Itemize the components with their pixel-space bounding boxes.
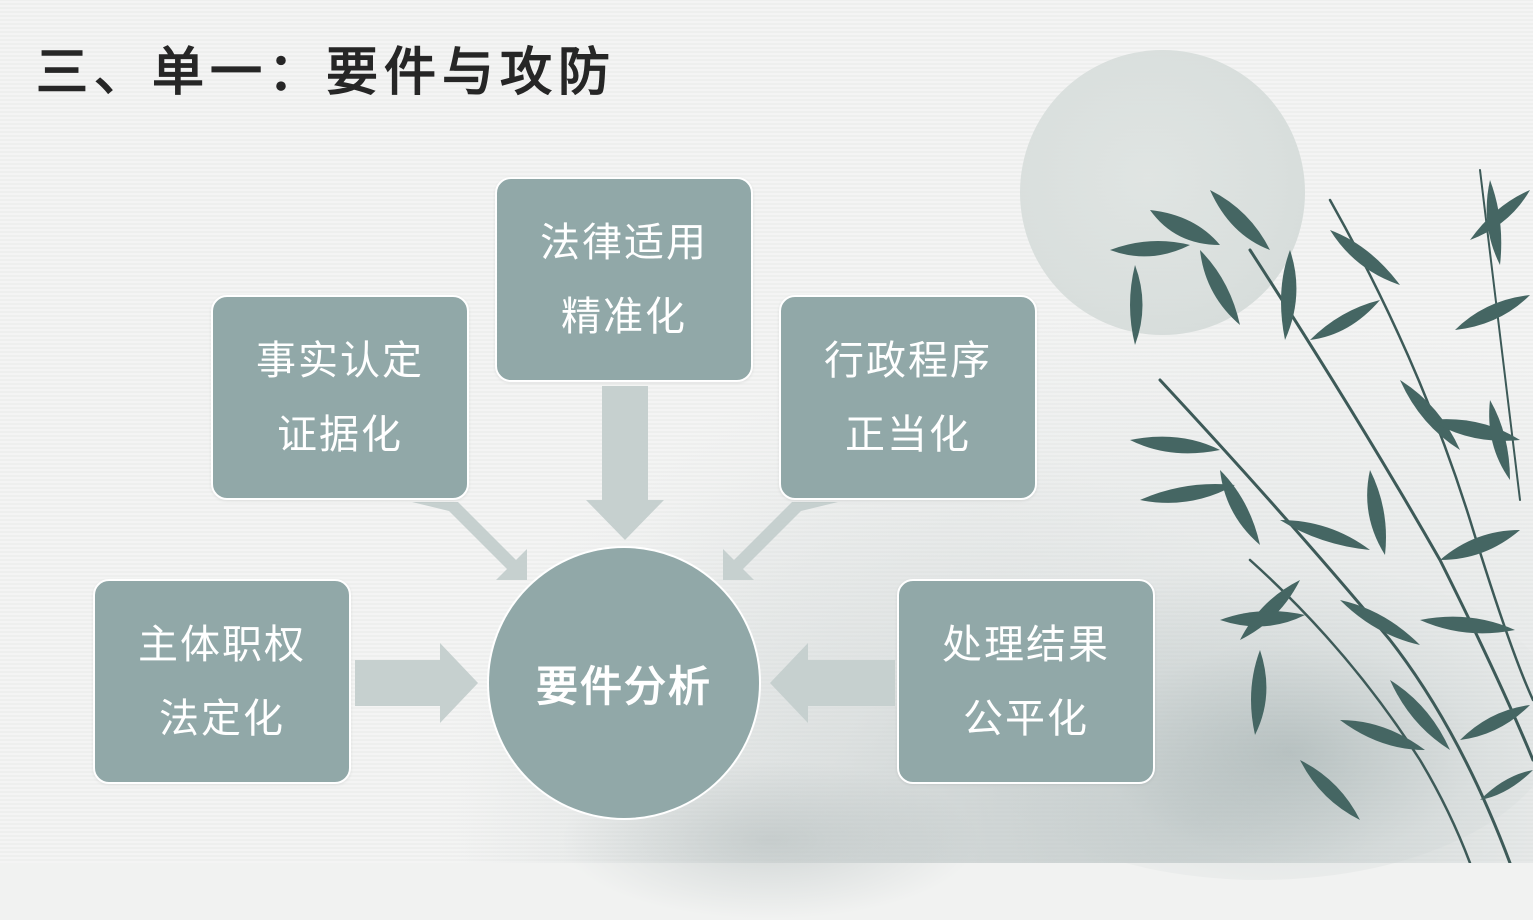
arrow-right-upper-to-center bbox=[723, 502, 838, 580]
node-fact-finding: 事实认定 证据化 bbox=[211, 295, 469, 500]
node-law-application-line1: 法律适用 bbox=[540, 219, 708, 266]
node-law-application: 法律适用 精准化 bbox=[495, 177, 753, 382]
node-handling-result-line2: 公平化 bbox=[963, 695, 1089, 742]
node-admin-procedure: 行政程序 正当化 bbox=[779, 295, 1037, 500]
arrow-right-lower-to-center bbox=[770, 643, 895, 723]
moon-decoration bbox=[1020, 50, 1305, 335]
arrow-top-to-center bbox=[586, 386, 664, 540]
node-law-application-line2: 精准化 bbox=[561, 293, 687, 340]
arrow-left-lower-to-center bbox=[355, 643, 478, 723]
node-fact-finding-line1: 事实认定 bbox=[256, 337, 424, 384]
node-fact-finding-line2: 证据化 bbox=[277, 411, 403, 458]
node-subject-authority-line2: 法定化 bbox=[159, 695, 285, 742]
arrow-left-upper-to-center bbox=[412, 502, 527, 580]
page-title: 三、单一：要件与攻防 bbox=[36, 42, 617, 103]
center-node-element-analysis: 要件分析 bbox=[487, 546, 761, 820]
node-admin-procedure-line2: 正当化 bbox=[845, 411, 971, 458]
node-subject-authority: 主体职权 法定化 bbox=[93, 579, 351, 784]
node-handling-result: 处理结果 公平化 bbox=[897, 579, 1155, 784]
arrows-layer bbox=[355, 386, 895, 723]
bamboo-decoration bbox=[1110, 169, 1533, 863]
center-node-label: 要件分析 bbox=[535, 661, 712, 711]
node-handling-result-line1: 处理结果 bbox=[942, 621, 1110, 668]
node-subject-authority-line1: 主体职权 bbox=[138, 621, 306, 668]
node-admin-procedure-line1: 行政程序 bbox=[824, 337, 992, 384]
